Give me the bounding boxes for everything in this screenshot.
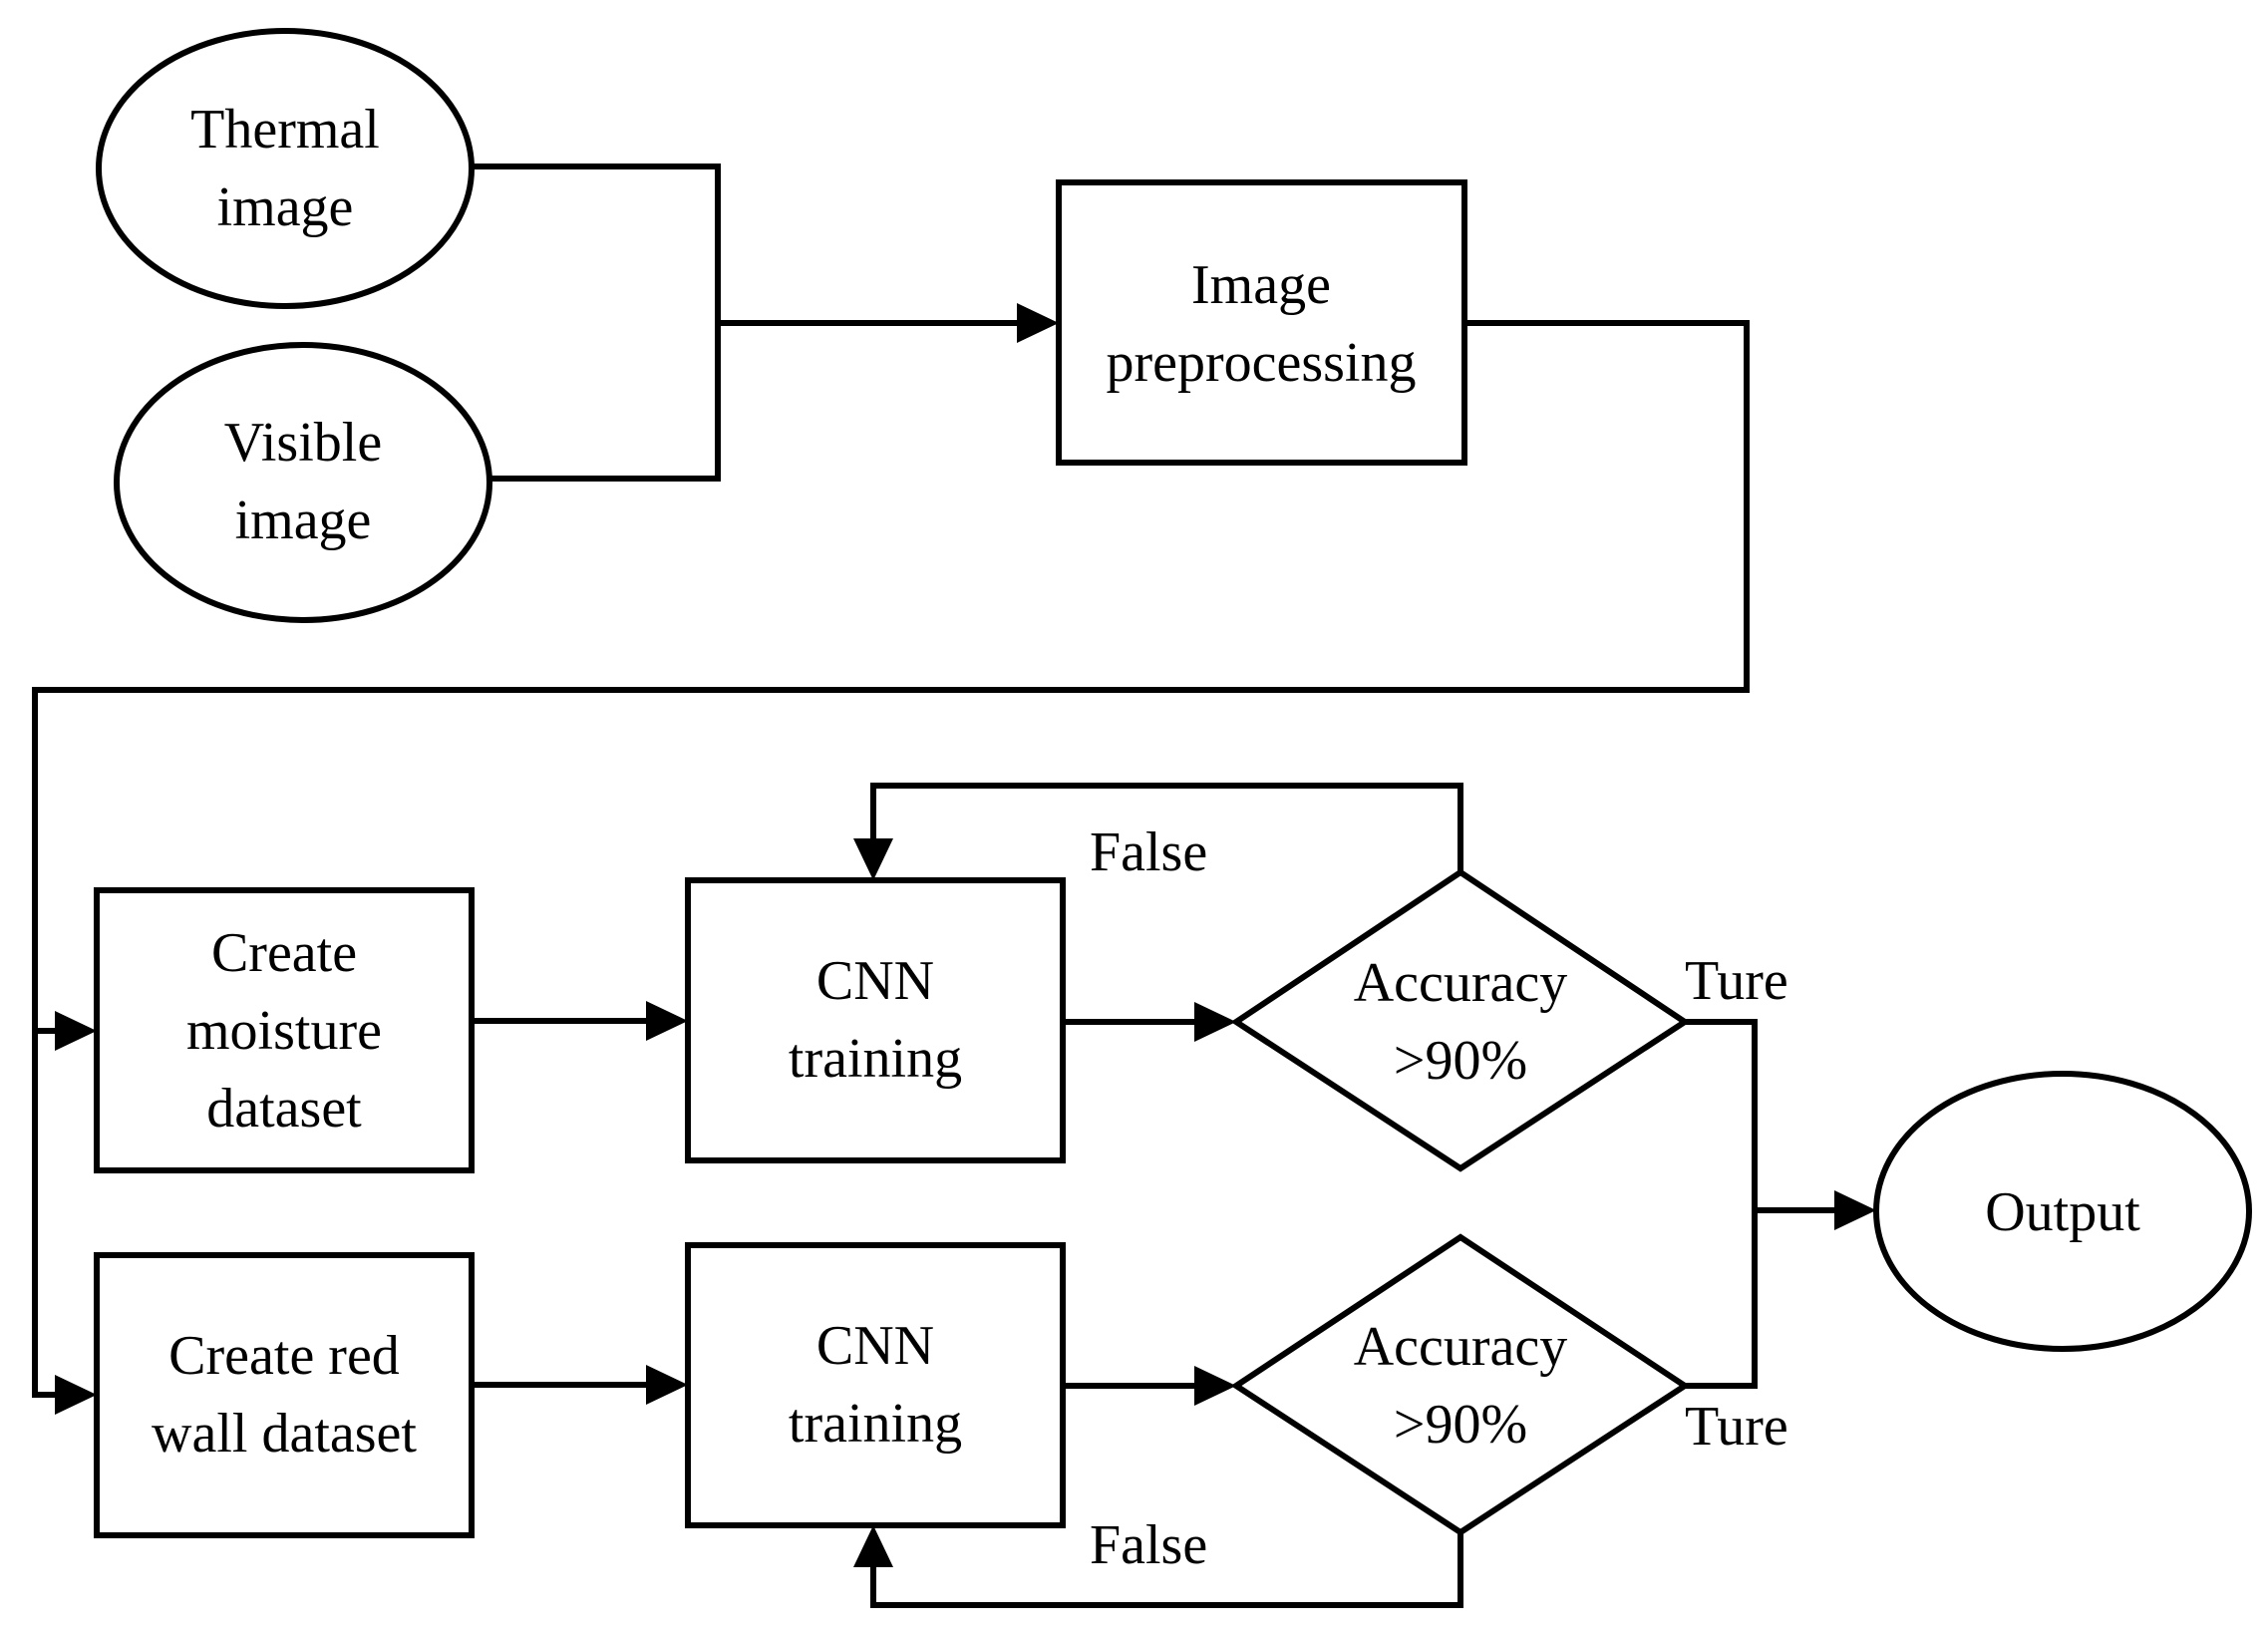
true-label-bottom: Ture bbox=[1685, 1396, 1788, 1458]
image-preprocessing-label-line-2: preprocessing bbox=[1106, 332, 1416, 394]
create-moisture-dataset-label-line-2: moisture bbox=[186, 1000, 382, 1062]
output-label: Output bbox=[1985, 1181, 2140, 1243]
accuracy-check-bottom-node: Accuracy >90% bbox=[1230, 1233, 1691, 1536]
create-moisture-dataset-label-line-1: Create bbox=[211, 922, 357, 984]
accuracy-check-bottom-label-line-1: Accuracy bbox=[1354, 1316, 1568, 1378]
accuracy-check-top-label-line-2: >90% bbox=[1394, 1030, 1527, 1092]
arrowhead-to-output bbox=[1834, 1190, 1876, 1230]
accuracy-check-top-node: Accuracy >90% bbox=[1230, 868, 1691, 1172]
image-preprocessing-label-line-1: Image bbox=[1191, 254, 1331, 316]
visible-image-label-line-1: Visible bbox=[224, 412, 382, 474]
create-red-wall-dataset-label-line-1: Create red bbox=[168, 1325, 400, 1387]
true-label-top: Ture bbox=[1685, 950, 1788, 1012]
create-moisture-dataset-node: Create moisture dataset bbox=[94, 887, 475, 1173]
visible-image-node: Visible image bbox=[114, 342, 492, 623]
thermal-image-label-line-2: image bbox=[217, 176, 354, 238]
cnn-training-top-node: CNN training bbox=[685, 877, 1066, 1163]
create-red-wall-dataset-node: Create red wall dataset bbox=[94, 1252, 475, 1538]
arrowhead-to-accuracy-bottom bbox=[1194, 1366, 1236, 1406]
false-label-top: False bbox=[1090, 821, 1207, 883]
arrowhead-to-preprocessing bbox=[1017, 303, 1059, 343]
arrowhead-to-moisture-dataset bbox=[55, 1011, 97, 1051]
cnn-training-top-label-line-2: training bbox=[789, 1028, 962, 1090]
arrowhead-false-loop-top bbox=[853, 838, 893, 880]
thermal-image-node: Thermal image bbox=[96, 28, 475, 309]
visible-image-label-line-2: image bbox=[235, 490, 372, 551]
output-node: Output bbox=[1873, 1071, 2252, 1352]
arrowhead-to-red-wall-dataset bbox=[55, 1375, 97, 1415]
connector-thermal-merge bbox=[472, 164, 721, 482]
arrowhead-to-accuracy-top bbox=[1194, 1002, 1236, 1042]
image-preprocessing-node: Image preprocessing bbox=[1056, 179, 1467, 466]
false-label-bottom: False bbox=[1090, 1514, 1207, 1576]
connector-true-top bbox=[1685, 1019, 1758, 1389]
create-moisture-dataset-label-line-3: dataset bbox=[206, 1078, 362, 1140]
accuracy-check-bottom-label-line-2: >90% bbox=[1394, 1394, 1527, 1456]
create-red-wall-dataset-label-line-2: wall dataset bbox=[152, 1403, 417, 1465]
connector-false-loop-top bbox=[870, 783, 1463, 872]
connector-false-loop-bottom bbox=[870, 1532, 1463, 1608]
accuracy-check-top-label-line-1: Accuracy bbox=[1354, 952, 1568, 1014]
cnn-training-bottom-label-line-1: CNN bbox=[816, 1315, 934, 1377]
cnn-training-bottom-label-line-2: training bbox=[789, 1393, 962, 1455]
arrowhead-to-cnn-top bbox=[646, 1001, 688, 1041]
arrowhead-false-loop-bottom bbox=[853, 1525, 893, 1567]
cnn-training-top-label-line-1: CNN bbox=[816, 950, 934, 1012]
cnn-training-bottom-node: CNN training bbox=[685, 1242, 1066, 1528]
arrowhead-to-cnn-bottom bbox=[646, 1365, 688, 1405]
thermal-image-label-line-1: Thermal bbox=[190, 99, 380, 161]
connector-preprocessing-to-datasets bbox=[32, 320, 1750, 1398]
